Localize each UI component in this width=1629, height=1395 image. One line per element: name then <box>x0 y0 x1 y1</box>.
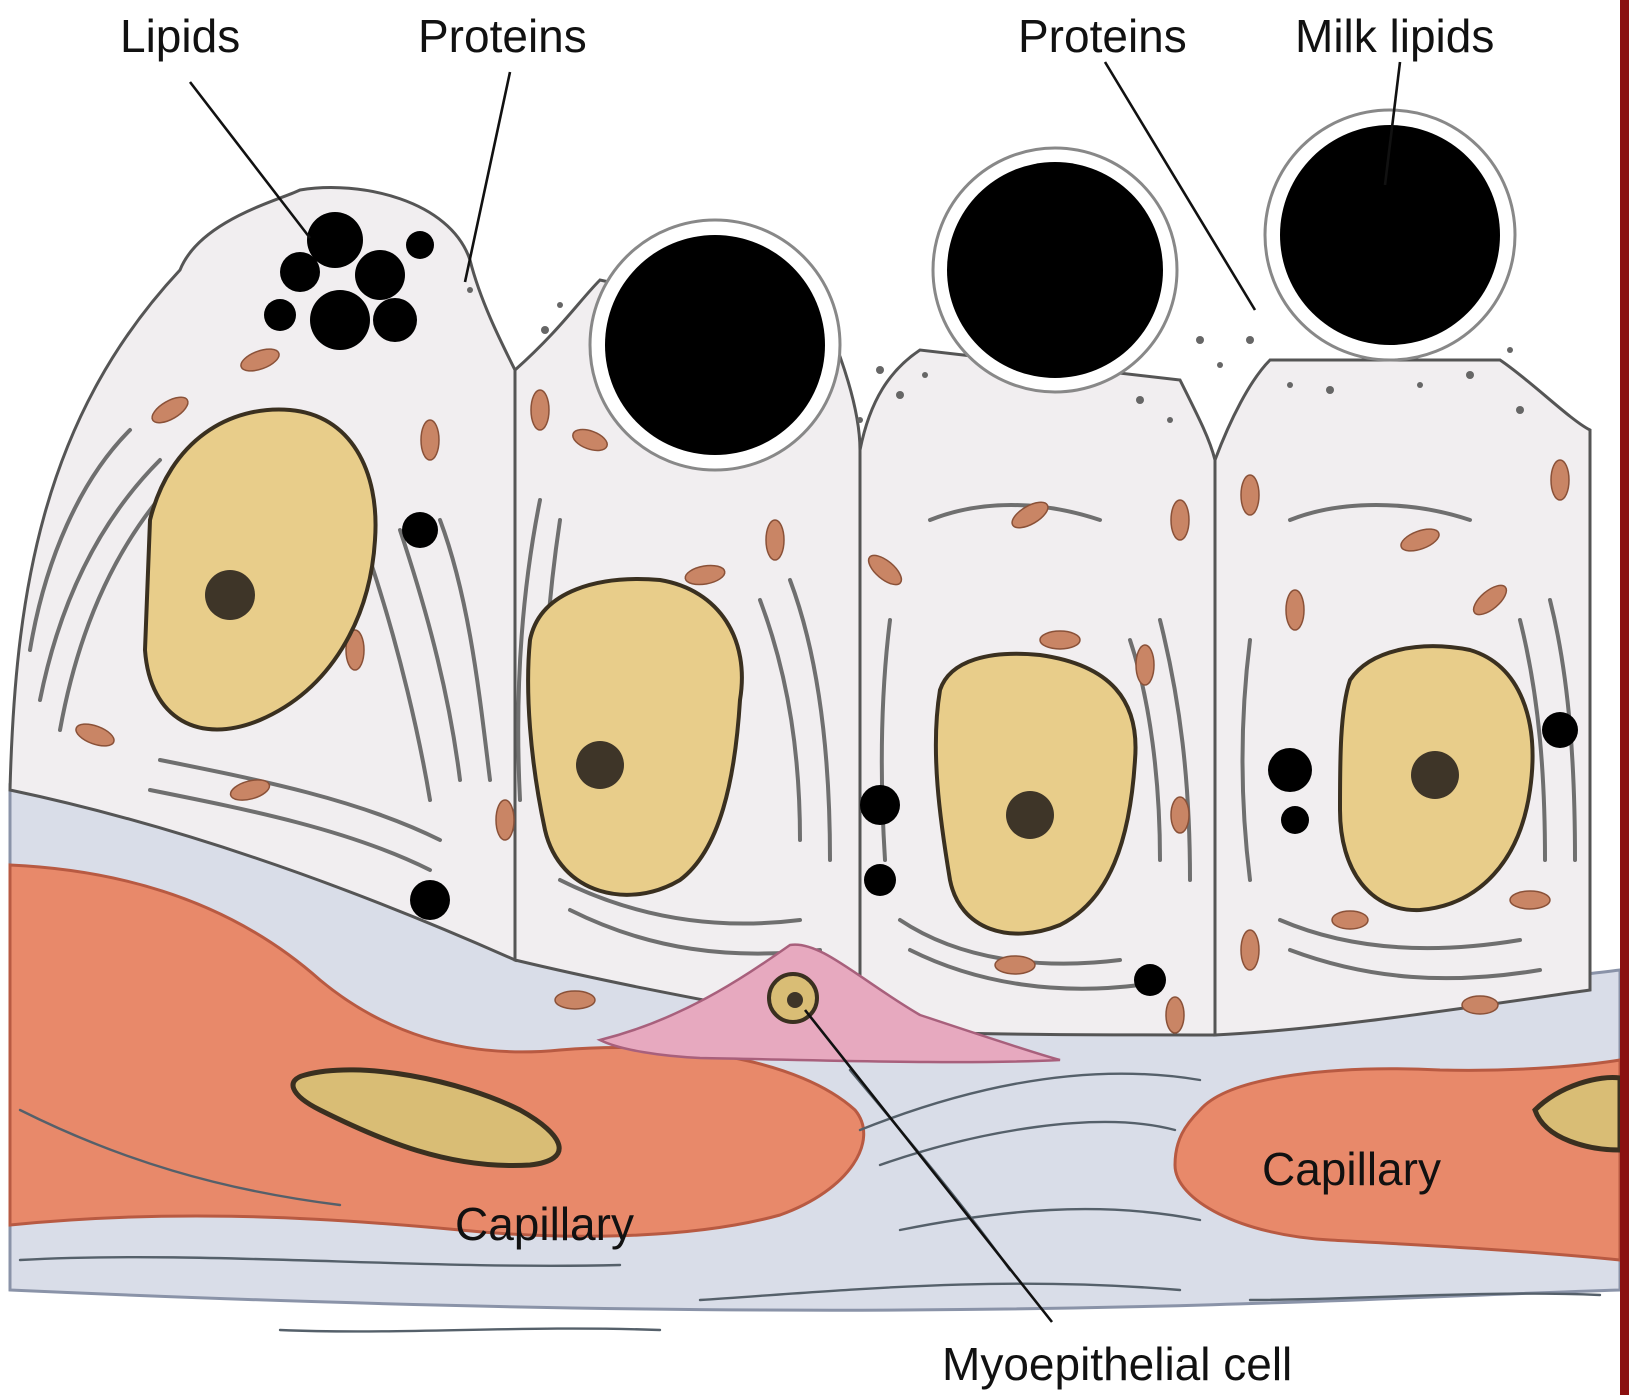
myoepithelial-nucleolus <box>787 992 803 1008</box>
nucleolus-3 <box>1006 791 1054 839</box>
label-proteins-right: Proteins <box>1018 10 1187 62</box>
label-capillary-right: Capillary <box>1262 1143 1441 1195</box>
label-proteins-left: Proteins <box>418 10 587 62</box>
nucleolus-4 <box>1411 751 1459 799</box>
label-lipids: Lipids <box>120 10 240 62</box>
edge-strip <box>1620 0 1629 1395</box>
nucleolus-2 <box>576 741 624 789</box>
nucleolus-1 <box>205 570 255 620</box>
label-milk-lipids: Milk lipids <box>1295 10 1494 62</box>
label-myoepithelial-cell: Myoepithelial cell <box>942 1338 1292 1390</box>
label-capillary-left: Capillary <box>455 1198 634 1250</box>
